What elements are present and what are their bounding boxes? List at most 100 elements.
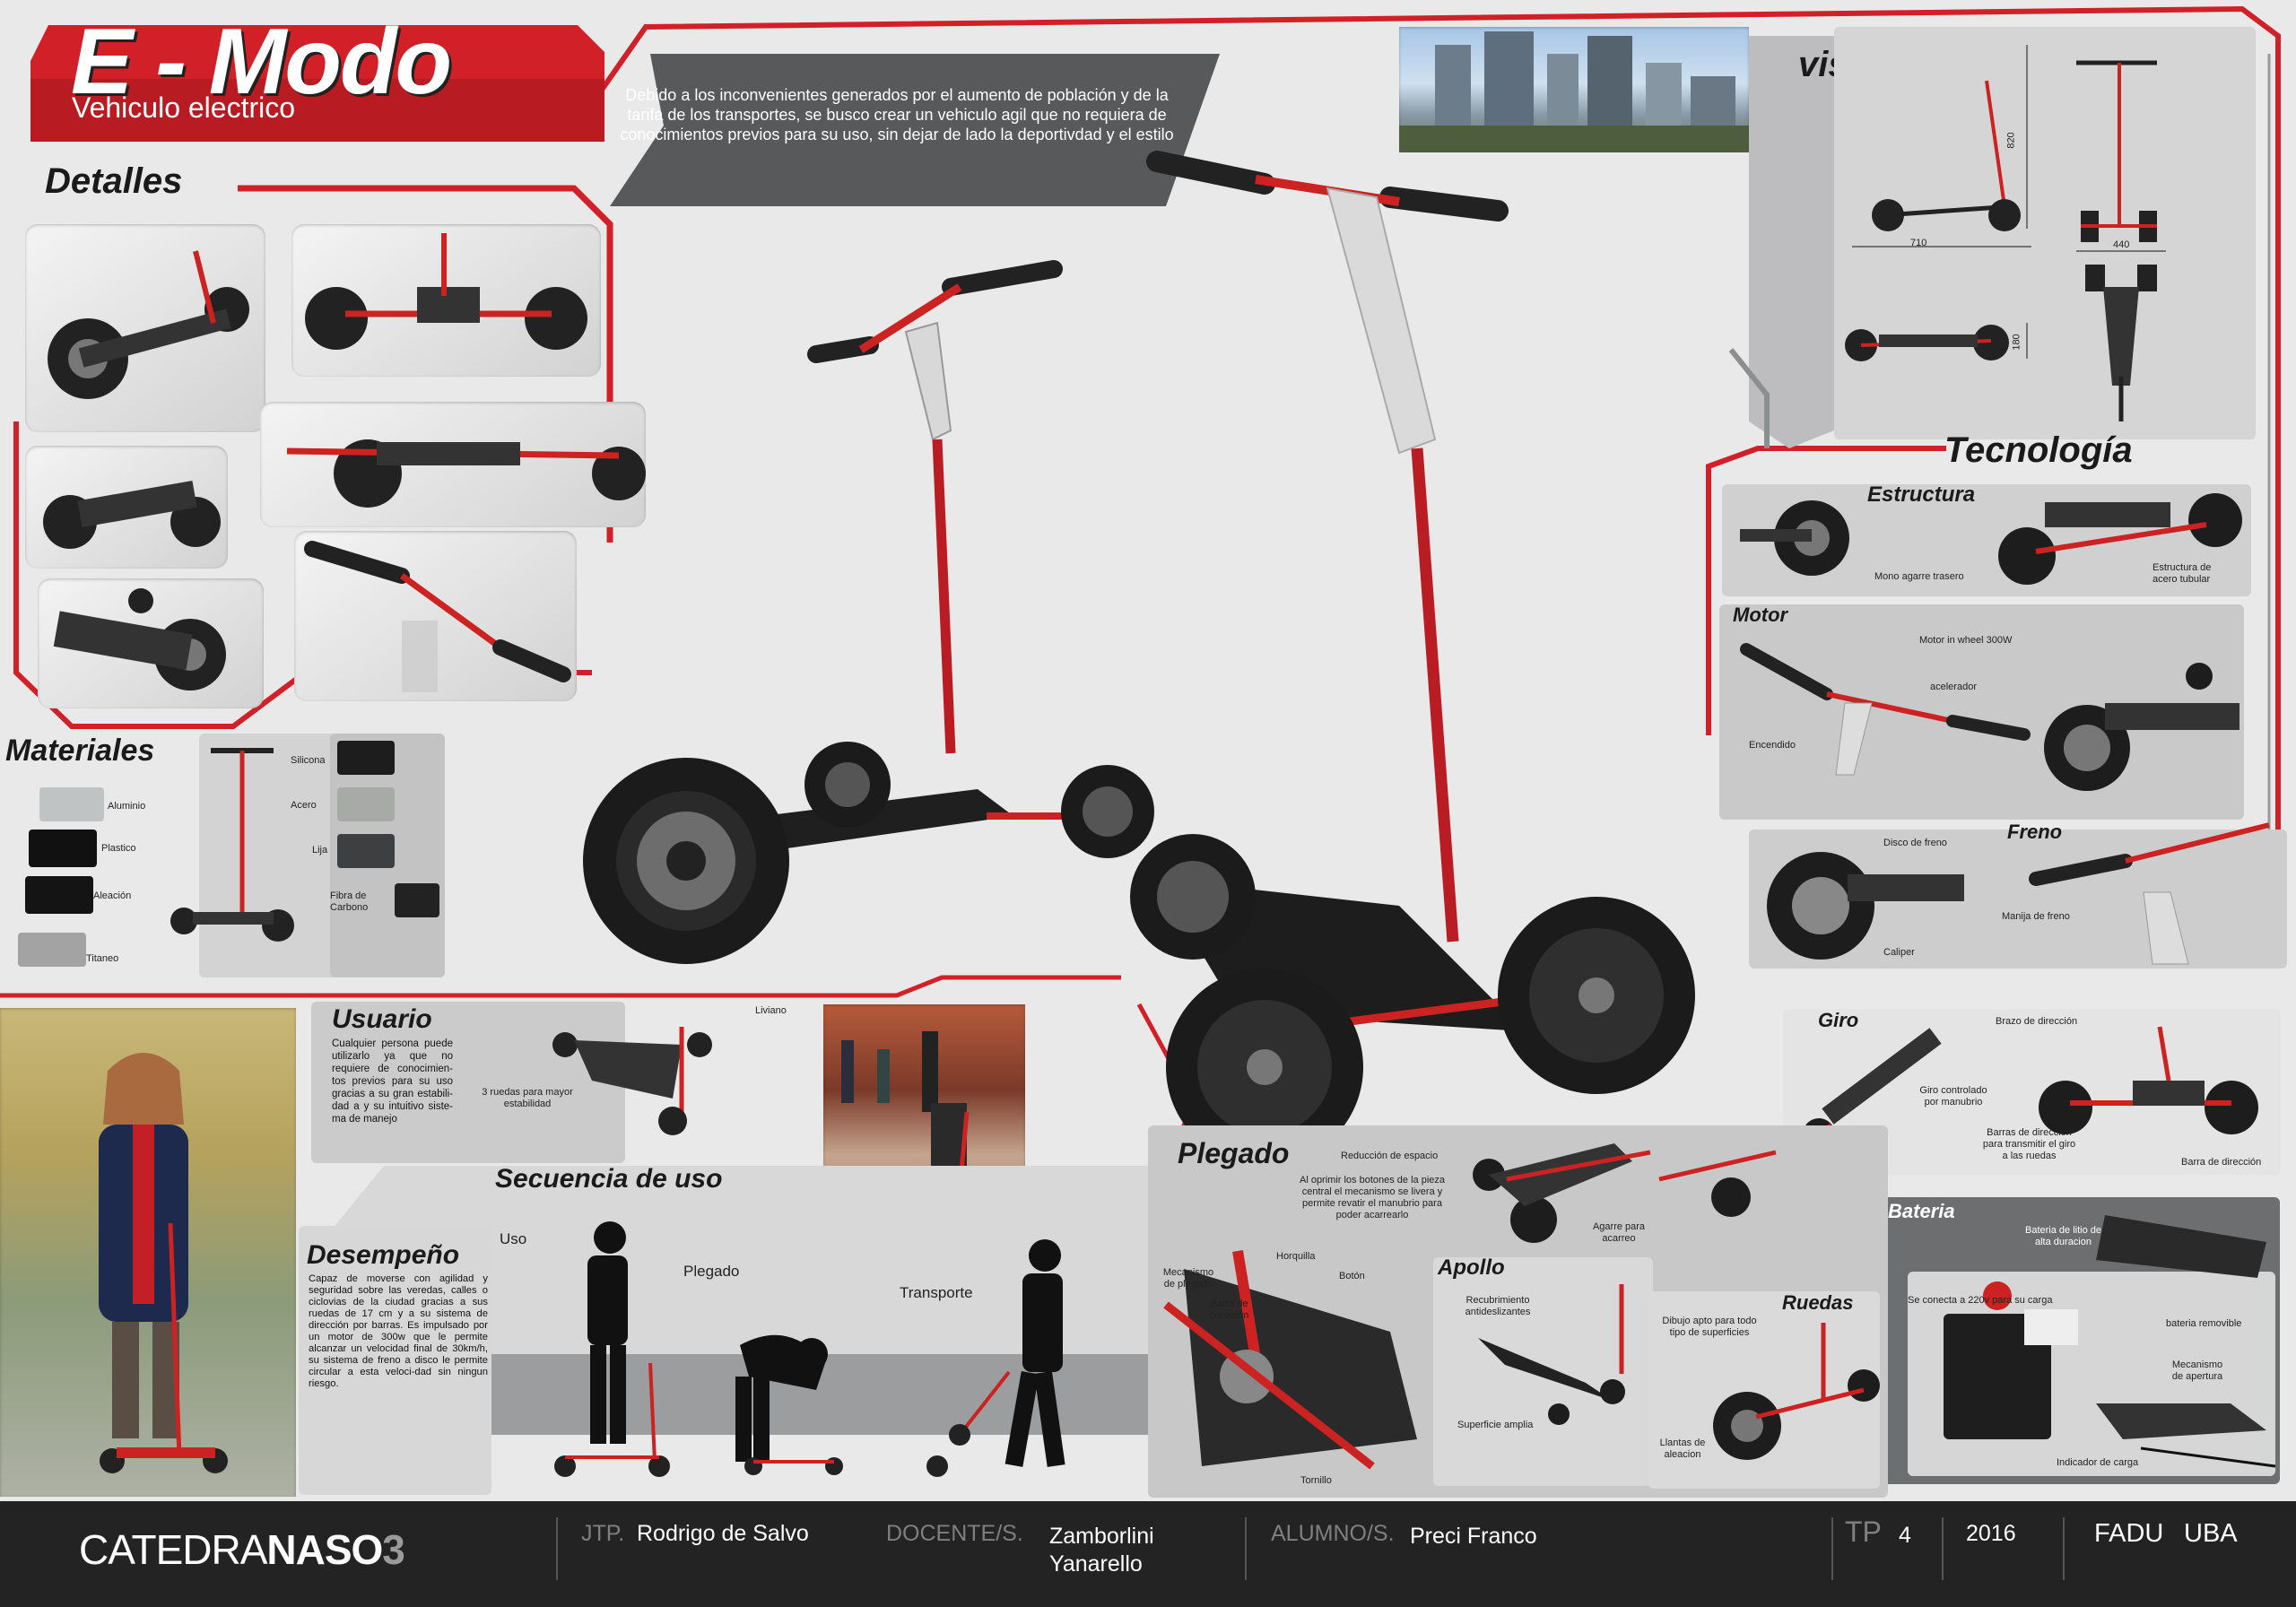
giro-controlado: Giro controlado por manubrio [1919,1085,1987,1108]
desempeno-text: Capaz de moverse con agilidad y segurida… [309,1273,488,1389]
footer-divider-3 [1831,1517,1833,1580]
footer-divider-4 [1942,1517,1944,1580]
seq-plegado: Plegado [683,1263,740,1280]
pleg-reduccion: Reducción de espacio [1341,1151,1439,1161]
swatch-titaneo [18,933,86,967]
intro-banner-bg [610,54,1220,206]
bateria-image [1944,1215,2276,1468]
mat-fibra: Fibra de Carbono [330,890,369,913]
section-usuario: Usuario [332,1004,432,1034]
motor-inwheel: Motor in wheel 300W [1919,635,2013,646]
section-giro: Giro [1818,1009,1859,1031]
mat-acero: Acero [291,800,317,811]
ruedas-image [1713,1323,1880,1460]
bat-conecta: Se conecta a 220v para su carga [1908,1295,2053,1306]
title-banner: E - Modo Vehiculo electrico [30,10,604,142]
apollo-image [1478,1284,1625,1425]
mat-titaneo: Titaneo [86,953,119,964]
vistas-panel [1834,27,2256,439]
detail-photo-5 [294,531,577,701]
footer-bar: CATEDRANASO3 JTP. Rodrigo de Salvo DOCEN… [0,1501,2296,1607]
bat-mecanismo: Mecanismo de apertura [2171,1359,2223,1382]
section-motor: Motor [1733,604,1788,626]
ruedas-llantas: Llantas de aleacion [1659,1438,1706,1460]
section-desempeno: Desempeño [307,1240,460,1270]
intro-text: Debido a los inconvenientes generados po… [620,86,1174,143]
three-text: 3 [382,1526,405,1573]
freno-disco: Disco de freno [1883,838,1947,848]
dim-820: 820 [2005,132,2017,149]
docente-1: Zamborlini [1049,1524,1154,1549]
alumno-name: Preci Franco [1410,1524,1537,1549]
footer-divider-2 [1245,1517,1247,1580]
usuario-liviano: Liviano [755,1005,787,1016]
pleg-boton: Botón [1339,1271,1365,1281]
mat-lija: Lija [312,845,328,856]
giro-barras: Barras de direccion para transmitir el g… [1982,1127,2076,1161]
app-title: E - Modo [71,10,452,114]
swatch-aleacion [25,876,93,914]
motor-image [1740,643,2239,791]
detail-photo-3 [260,402,646,527]
usuario-scooter [552,1027,712,1135]
mat-silicona: Silicona [291,755,326,766]
fadu: FADU [2094,1519,2164,1548]
section-tecnologia: Tecnología [1944,430,2133,470]
detail-photo-1 [25,224,265,432]
docentes-label: DOCENTE/S. [886,1521,1023,1546]
apollo-recubrimiento: Recubrimiento antideslizantes [1465,1295,1531,1317]
usuario-text: Cualquier persona puede utilizarlo ya qu… [332,1038,453,1125]
ruedas-panel [1648,1291,1880,1489]
dim-180: 180 [2011,334,2022,351]
section-detalles: Detalles [45,161,183,201]
swatch-acero [337,787,395,821]
dim-710: 710 [1910,238,1927,248]
vistas-drawings [1845,45,2166,421]
pleg-mecanismo: Mecanismo de plegado [1162,1267,1214,1290]
swatch-fibra [395,883,439,917]
footer-divider-5 [2063,1517,2065,1580]
plegado-images [1163,1143,1777,1470]
pleg-barra: Barra de conexión [1209,1299,1249,1321]
detail-photo-2 [291,224,601,377]
section-bateria: Bateria [1888,1200,1955,1222]
freno-manija: Manija de freno [2002,911,2070,922]
year: 2016 [1966,1521,2016,1546]
swatch-lija [337,834,395,868]
seq-uso: Uso [500,1230,527,1247]
section-plegado: Plegado [1178,1137,1290,1169]
jtp-label: JTP. [581,1521,625,1546]
app-subtitle: Vehiculo electrico [72,91,296,124]
section-freno: Freno [2007,821,2063,843]
main-scooter-render [583,151,1695,1166]
bat-litio: Bateria de litio de alta duracion [2025,1225,2101,1247]
section-ruedas: Ruedas [1782,1291,1854,1314]
swatch-silicona [337,741,395,775]
docente-2: Yanarello [1049,1551,1143,1577]
dim-440: 440 [2113,239,2130,250]
freno-image [1767,822,2270,965]
motor-encendido: Encendido [1749,740,1796,751]
estr-mono: Mono agarre trasero [1874,571,1964,582]
jtp-name: Rodrigo de Salvo [637,1521,809,1546]
naso-text: NASO [266,1526,383,1573]
section-apollo: Apollo [1438,1255,1505,1280]
mat-aleacion: Aleación [93,890,132,901]
section-secuencia: Secuencia de uso [495,1164,723,1194]
giro-barra: Barra de dirección [2181,1157,2262,1168]
detail-photo-6 [38,578,264,708]
freno-caliper: Caliper [1883,947,1915,958]
alumnos-label: ALUMNO/S. [1271,1521,1395,1546]
uba: UBA [2184,1519,2238,1548]
bat-indicador: Indicador de carga [2057,1457,2139,1468]
bat-removible: bateria removible [2166,1318,2242,1329]
materiales-scooter [170,748,294,942]
apollo-superficie: Superficie amplia [1457,1420,1534,1430]
tp-label: TP [1845,1516,1882,1548]
seq-transporte: Transporte [900,1284,973,1301]
giro-brazo: Brazo de dirección [1996,1016,2078,1027]
swatch-plastico [29,830,97,867]
usuario-panel [311,1002,625,1163]
section-estructura: Estructura [1867,482,1976,507]
detail-photo-4 [25,446,228,569]
